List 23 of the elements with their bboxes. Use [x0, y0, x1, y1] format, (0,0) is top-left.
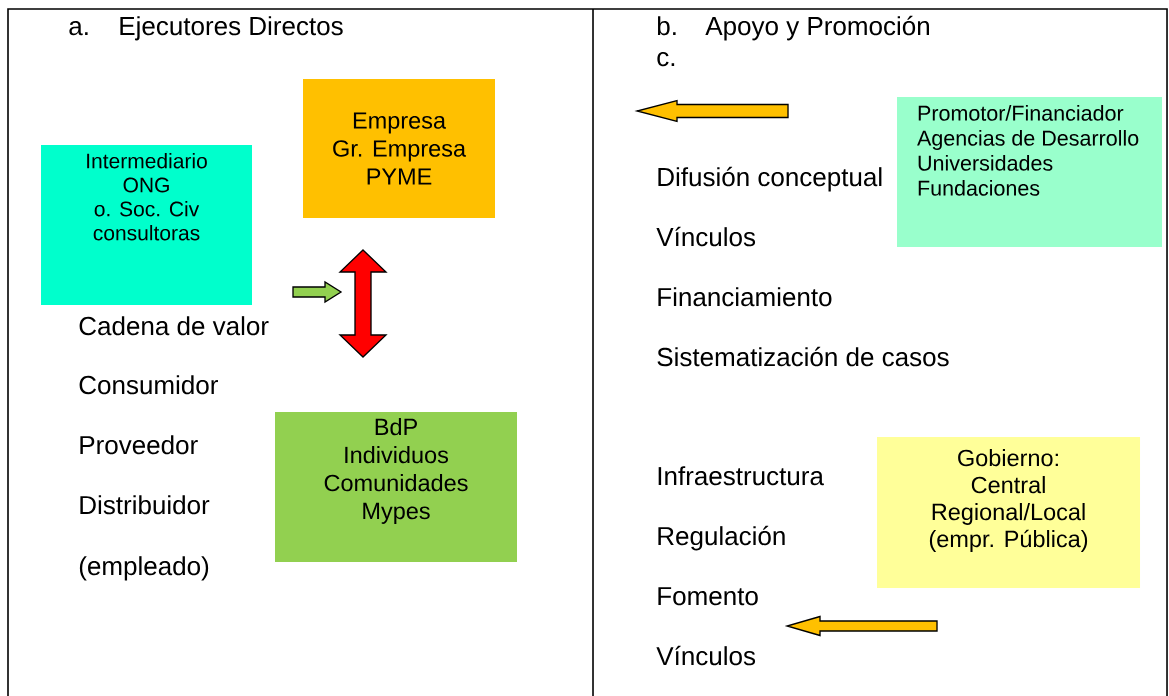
list-item: Distribuidor [80, 495, 210, 515]
info-box: Promotor/Financiador Agencias de Desarrollo Universidades Fundaciones [897, 97, 1162, 247]
list-item: Proveedor [80, 435, 198, 455]
info-box: Empresa Gr. Empresa PYME [303, 79, 495, 218]
list-item: Consumidor [79, 375, 218, 395]
list-item: Infraestructura [658, 466, 824, 486]
list-marker: a. [69, 21, 88, 36]
section-heading: Apoyo y Promoción [705, 15, 929, 41]
list-item: (empleado) [79, 556, 209, 581]
list-item: Vínculos [656, 226, 756, 247]
list-item: Financiamiento [658, 287, 832, 307]
info-box: BdP Individuos Comunidades Mypes [275, 412, 517, 562]
list-item: Fomento [658, 587, 758, 606]
list-marker: c. [657, 52, 675, 67]
list-item: Cadena de valor [79, 316, 269, 336]
list-item: Vínculos [656, 645, 756, 666]
info-box: Intermediario ONG o. Soc. Civ consultoras [41, 145, 252, 305]
info-box: Gobierno: Central Regional/Local (empr. Pública) [877, 437, 1140, 588]
block-arrow [338, 249, 388, 358]
section-heading: Ejecutores Directos [120, 16, 343, 41]
list-marker: b. [657, 16, 676, 36]
list-item: Regulación [658, 525, 785, 551]
list-item: Sistematización de casos [657, 346, 949, 367]
